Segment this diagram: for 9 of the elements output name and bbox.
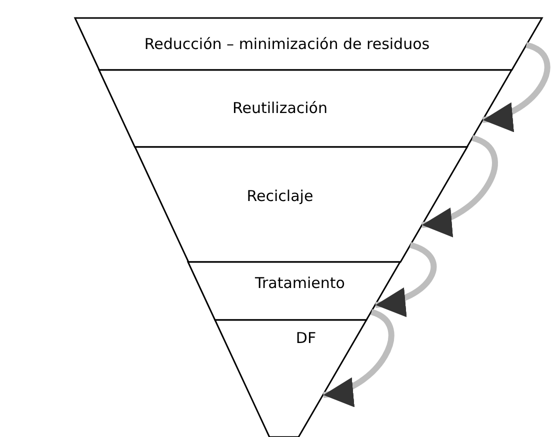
curved-arrow	[322, 309, 394, 404]
level-label: DF	[296, 329, 316, 347]
curved-arrow	[421, 135, 498, 235]
level-label: Tratamiento	[255, 274, 345, 292]
level-label: Reciclaje	[246, 187, 314, 205]
curved-arrow	[482, 42, 550, 130]
curved-arrow	[375, 242, 436, 316]
level-label: Reutilización	[232, 99, 328, 117]
level-label: Reducción – minimización de residuos	[144, 35, 430, 53]
